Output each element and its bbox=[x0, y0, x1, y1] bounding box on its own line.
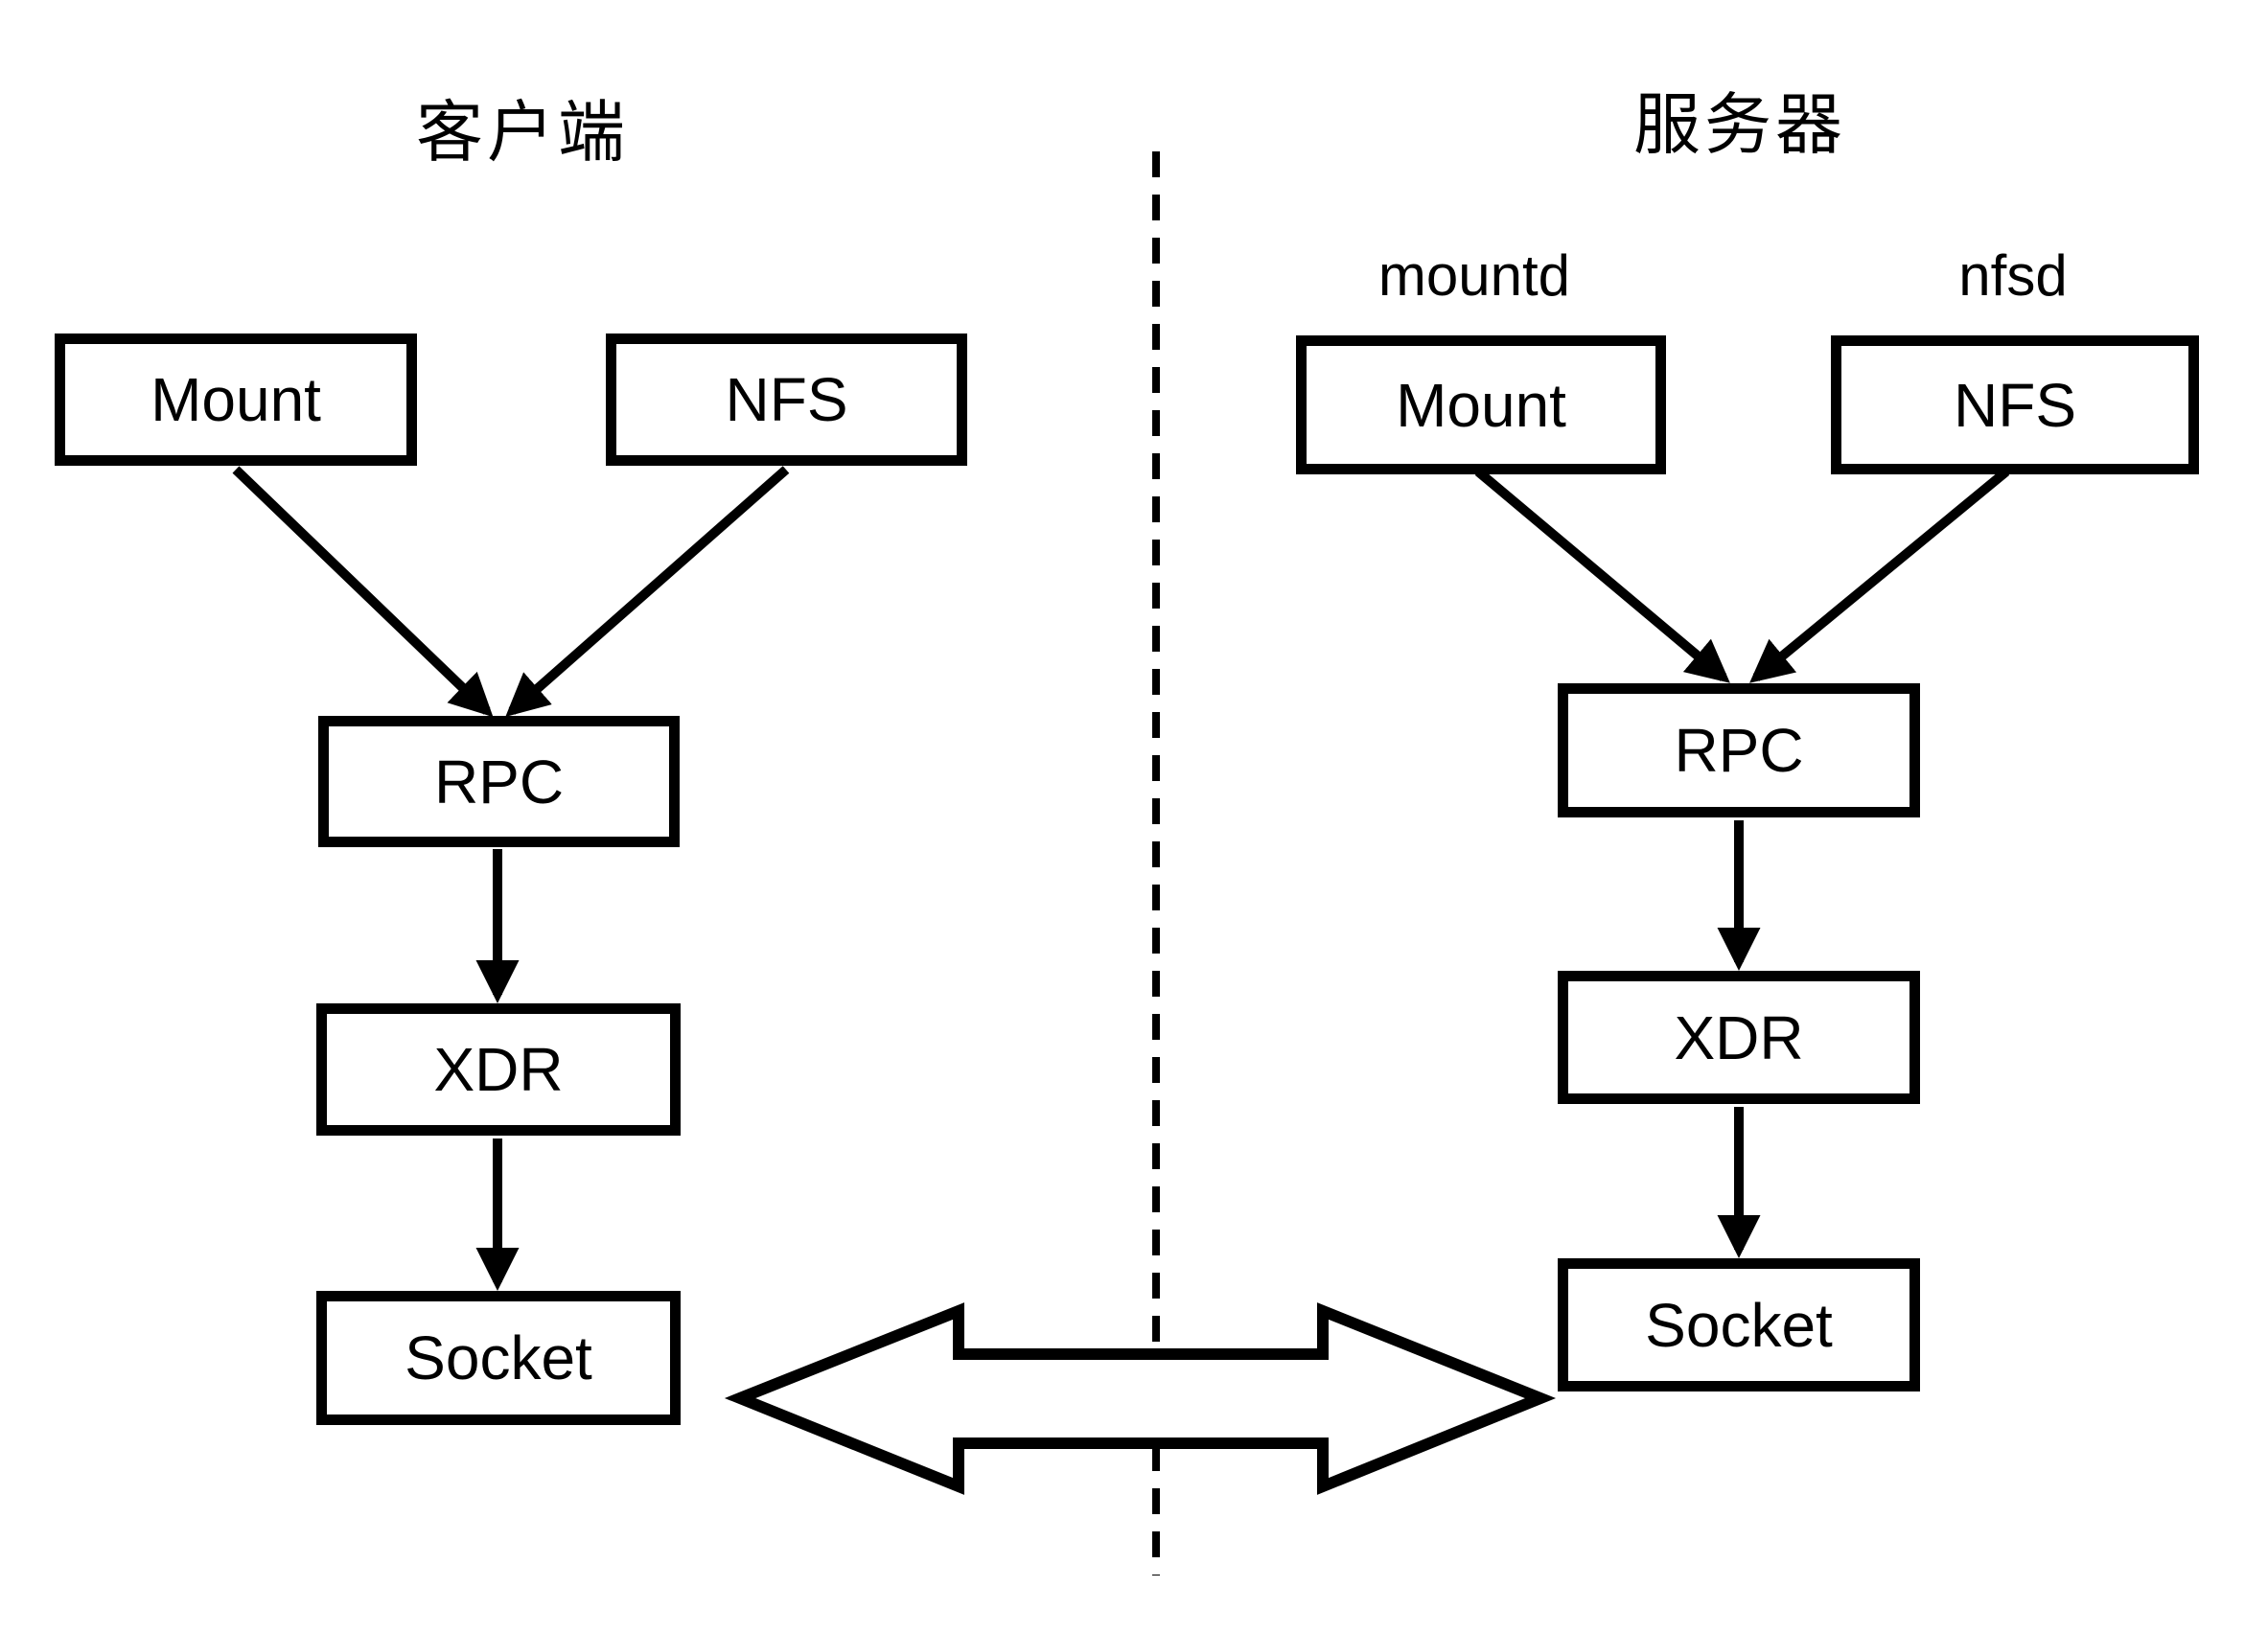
client-mount-box: Mount bbox=[55, 334, 417, 466]
client-rpc-box: RPC bbox=[318, 716, 680, 847]
server-xdr-label: XDR bbox=[1674, 1002, 1804, 1072]
client-socket-box: Socket bbox=[316, 1291, 681, 1425]
client-server-divider-dashed-line bbox=[1152, 151, 1160, 1576]
client-socket-label: Socket bbox=[405, 1323, 592, 1392]
server-socket-box: Socket bbox=[1558, 1258, 1920, 1392]
server-socket-label: Socket bbox=[1645, 1290, 1833, 1360]
server-nfs-box: NFS bbox=[1831, 335, 2199, 474]
server-nfs-label: NFS bbox=[1954, 370, 2076, 440]
server-mount-label: Mount bbox=[1396, 370, 1566, 440]
client-nfs-box: NFS bbox=[606, 334, 967, 466]
server-mount-box: Mount bbox=[1296, 335, 1666, 474]
nfsd-daemon-label: nfsd bbox=[1958, 243, 2068, 308]
socket-bidirectional-arrow bbox=[724, 1302, 1557, 1495]
client-xdr-label: XDR bbox=[433, 1035, 564, 1104]
client-mount-to-rpc-arrow bbox=[232, 466, 494, 718]
client-title: 客户端 bbox=[416, 95, 629, 170]
server-title: 服务器 bbox=[1633, 87, 1846, 162]
client-rpc-label: RPC bbox=[433, 747, 565, 816]
client-nfs-label: NFS bbox=[725, 365, 848, 434]
mountd-daemon-label: mountd bbox=[1377, 243, 1571, 308]
client-nfs-to-rpc-arrow bbox=[505, 466, 790, 717]
server-rpc-label: RPC bbox=[1674, 716, 1804, 785]
client-xdr-box: XDR bbox=[316, 1003, 681, 1136]
server-mount-to-rpc-arrow bbox=[1474, 468, 1730, 683]
server-xdr-box: XDR bbox=[1558, 971, 1920, 1104]
server-rpc-box: RPC bbox=[1558, 683, 1920, 817]
client-mount-label: Mount bbox=[150, 365, 321, 434]
server-nfs-to-rpc-arrow bbox=[1749, 468, 2010, 683]
